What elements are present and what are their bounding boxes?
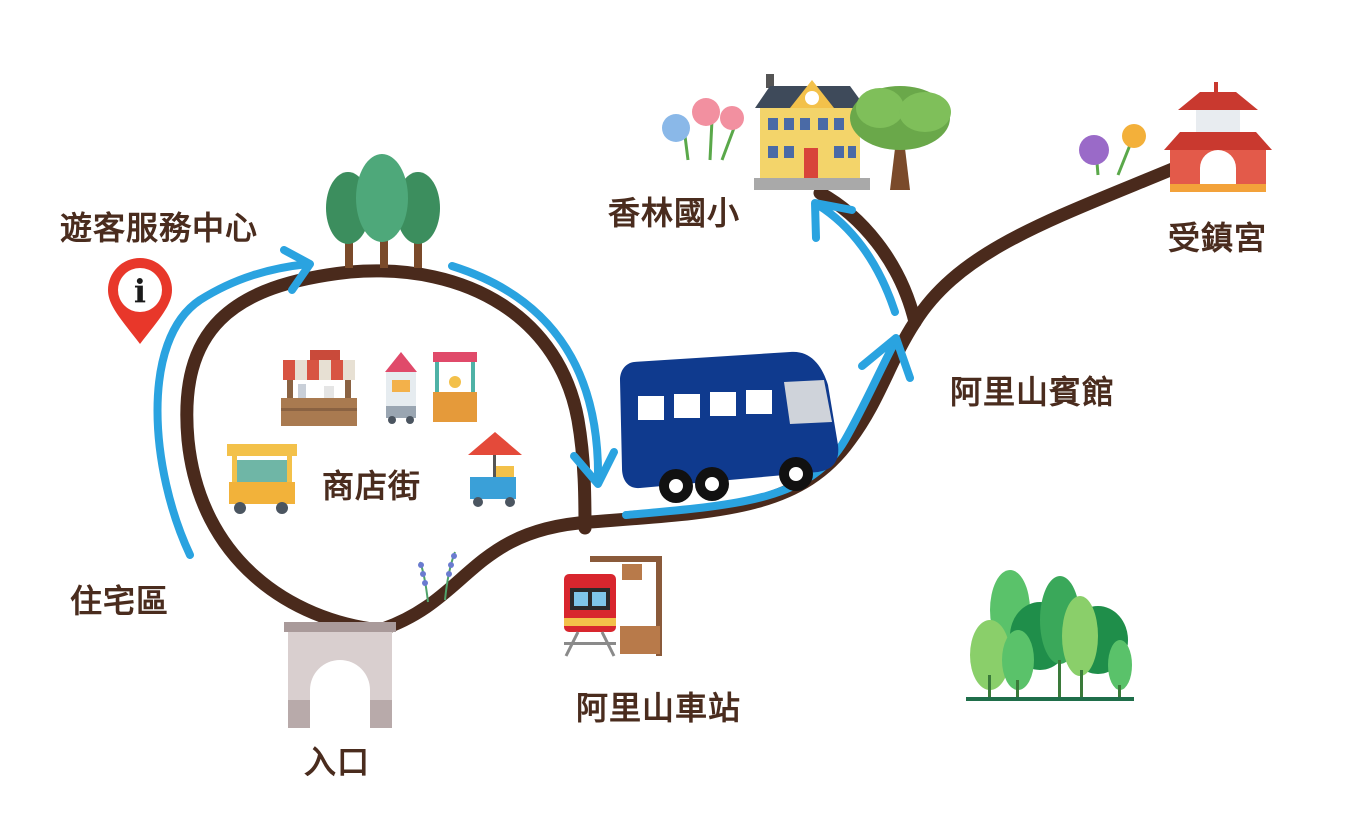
route-segment-top <box>448 262 603 486</box>
road-network <box>180 161 1182 637</box>
food-cart-icon <box>468 432 522 507</box>
food-cart-icon <box>227 444 297 514</box>
bus-icon <box>620 351 839 503</box>
road-to-school <box>813 186 922 329</box>
info-pin-glyph: i <box>134 272 146 310</box>
temple-icon <box>1164 82 1272 192</box>
road-to-temple <box>908 161 1182 329</box>
label-visitor-center[interactable]: 遊客服務中心 <box>60 209 259 247</box>
tree-icon <box>850 86 951 190</box>
label-alishan-station[interactable]: 阿里山車站 <box>576 689 742 727</box>
label-shouzhen-temple[interactable]: 受鎮宮 <box>1168 219 1268 257</box>
school-icon <box>754 74 870 190</box>
market-stall-icon <box>385 352 477 424</box>
label-entrance[interactable]: 入口 <box>304 743 371 781</box>
lavender-icon <box>418 551 457 603</box>
tree-cluster-icon <box>326 154 440 268</box>
label-shopping-street[interactable]: 商店街 <box>322 467 422 505</box>
route-arrowhead <box>811 199 856 242</box>
route-segment-school <box>814 201 899 316</box>
route-segment-left <box>153 260 312 559</box>
flower-icon <box>662 98 744 161</box>
road-loop <box>180 264 592 637</box>
flower-icon <box>1079 124 1146 176</box>
info-pin-icon[interactable]: i <box>108 258 172 344</box>
route-arrowhead <box>280 246 314 294</box>
label-xianglin-school[interactable]: 香林國小 <box>608 194 741 232</box>
label-residential-area[interactable]: 住宅區 <box>70 582 170 620</box>
arch-gate-icon <box>284 622 396 728</box>
market-stall-icon <box>281 350 357 426</box>
train-station-icon <box>564 556 662 657</box>
forest-icon <box>966 570 1134 701</box>
road-main <box>373 315 922 637</box>
route-arrowhead <box>858 334 914 382</box>
label-alishan-hotel[interactable]: 阿里山賓館 <box>950 373 1116 411</box>
route-arrowhead <box>570 448 618 488</box>
